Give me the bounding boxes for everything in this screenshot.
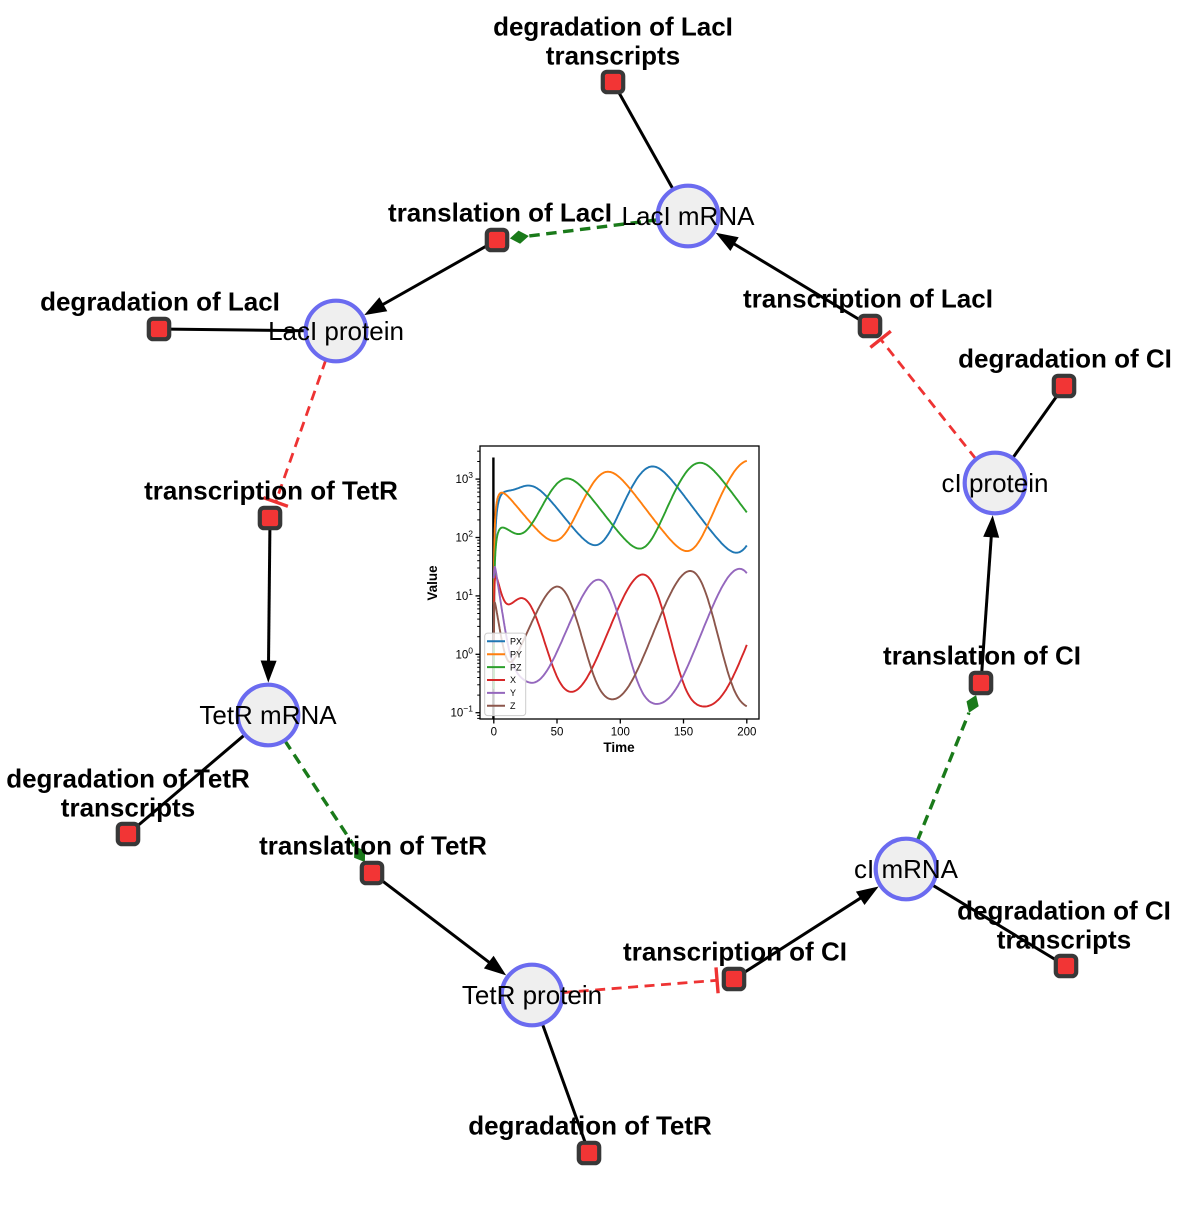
- svg-text:transcription of CI: transcription of CI: [623, 937, 847, 967]
- svg-text:degradation of TetR: degradation of TetR: [468, 1111, 712, 1141]
- svg-text:TetR protein: TetR protein: [462, 980, 602, 1010]
- svg-text:degradation of CI: degradation of CI: [958, 344, 1172, 374]
- svg-text:transcription of TetR: transcription of TetR: [144, 476, 398, 506]
- svg-text:degradation of LacI: degradation of LacI: [493, 12, 733, 42]
- svg-text:degradation of TetR: degradation of TetR: [6, 764, 250, 794]
- svg-text:Value: Value: [425, 565, 440, 601]
- svg-text:degradation of LacI: degradation of LacI: [40, 287, 280, 317]
- svg-text:transcripts: transcripts: [997, 925, 1131, 955]
- svg-text:translation of CI: translation of CI: [883, 641, 1081, 671]
- svg-text:Y: Y: [510, 688, 516, 698]
- svg-text:150: 150: [674, 727, 693, 739]
- svg-text:transcripts: transcripts: [61, 793, 195, 823]
- svg-text:0: 0: [491, 727, 497, 739]
- svg-text:PY: PY: [510, 649, 522, 659]
- svg-text:50: 50: [551, 727, 564, 739]
- svg-text:transcripts: transcripts: [546, 41, 680, 71]
- svg-text:degradation of CI: degradation of CI: [957, 896, 1171, 926]
- svg-text:200: 200: [737, 727, 756, 739]
- svg-text:Time: Time: [603, 740, 635, 755]
- svg-text:cI mRNA: cI mRNA: [854, 854, 959, 884]
- svg-text:translation of LacI: translation of LacI: [388, 198, 612, 228]
- svg-text:LacI mRNA: LacI mRNA: [622, 201, 756, 231]
- svg-text:translation of TetR: translation of TetR: [259, 831, 487, 861]
- svg-text:transcription of LacI: transcription of LacI: [743, 284, 993, 314]
- svg-text:X: X: [510, 675, 516, 685]
- svg-text:PX: PX: [510, 637, 522, 647]
- svg-text:LacI protein: LacI protein: [268, 316, 404, 346]
- svg-text:100: 100: [611, 727, 630, 739]
- svg-text:cI protein: cI protein: [942, 468, 1049, 498]
- svg-text:PZ: PZ: [510, 662, 522, 672]
- svg-text:Z: Z: [510, 701, 516, 711]
- svg-text:TetR mRNA: TetR mRNA: [199, 700, 337, 730]
